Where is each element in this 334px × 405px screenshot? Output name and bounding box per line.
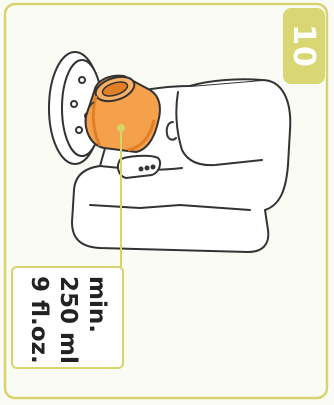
capacity-ml: 250 ml [53,276,82,370]
coffee-machine-icon [49,52,290,252]
capacity-floz: 9 fl.oz. [24,276,53,370]
capacity-label-box: min. 250 ml 9 fl.oz. [11,266,124,369]
capacity-label: min. 250 ml 9 fl.oz. [13,270,122,370]
capacity-min: min. [82,276,111,370]
cup-icon [85,72,159,152]
